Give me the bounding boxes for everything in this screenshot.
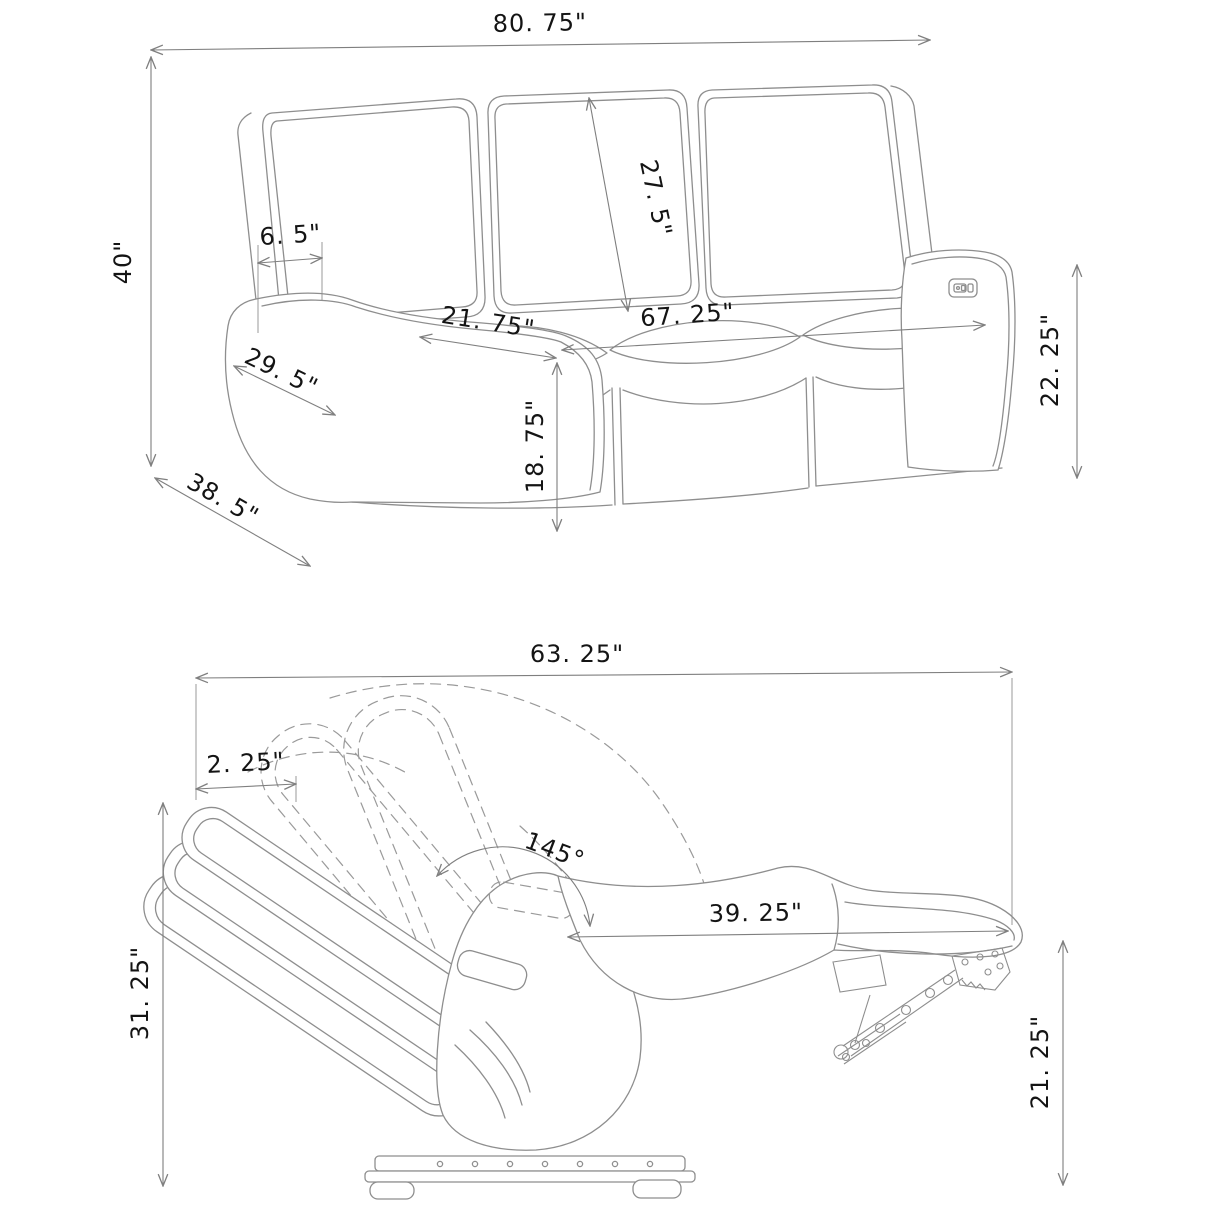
recliner-dim-back-height-label: 31. 25" bbox=[126, 946, 154, 1040]
sofa-dim-overall-height: 40" bbox=[109, 57, 151, 466]
sofa-dim-overall-width: 80. 75" bbox=[151, 8, 930, 50]
sofa-right-arm bbox=[900, 249, 1016, 472]
sofa-right-arm-piping bbox=[911, 256, 1010, 467]
sofa-seam-right bbox=[805, 376, 817, 488]
sofa-skirt-middle bbox=[622, 377, 807, 405]
recliner-base-rail bbox=[364, 1155, 696, 1200]
sofa-dim-inner-width: 67. 25" bbox=[562, 298, 985, 350]
sofa-back-cushion-right bbox=[697, 84, 914, 306]
sofa-back-cushion-middle-piping bbox=[494, 97, 692, 306]
sofa-dim-seat-height-label: 18. 75" bbox=[521, 399, 549, 493]
base-foot-right bbox=[632, 1179, 682, 1199]
recliner-dim-recline-angle-label: 145° bbox=[521, 826, 589, 874]
sofa-dim-arm-height-label: 22. 25" bbox=[1036, 313, 1064, 407]
recliner-dim-headrest-extension: 2. 25" bbox=[196, 747, 296, 802]
sofa-dim-overall-height-label: 40" bbox=[109, 240, 137, 285]
sofa-dim-arm-height: 22. 25" bbox=[1036, 265, 1077, 478]
sofa-dim-arm-top-width-label: 6. 5" bbox=[259, 219, 323, 251]
recliner-dim-seat-to-footrest: 39. 25" bbox=[568, 898, 1008, 937]
sofa-back-cushion-right-piping bbox=[704, 92, 906, 298]
sofa-dim-depth-label: 38. 5" bbox=[182, 467, 264, 530]
sofa-dim-seat-height: 18. 75" bbox=[521, 363, 557, 531]
footrest-pad-inner-line bbox=[844, 901, 1015, 941]
sofa-back-cushion-left bbox=[262, 98, 486, 330]
sofa-back-cushion-left-piping bbox=[270, 106, 478, 321]
sofa-seam-left bbox=[611, 387, 624, 506]
power-buttons-icon bbox=[948, 278, 978, 298]
recliner-side-panel-stripes bbox=[454, 1021, 531, 1119]
sofa-front-view-drawing: 80. 75" 40" 38. 5" 6. 5" 29. 5" 27. 5" 2… bbox=[109, 8, 1077, 566]
sofa-dim-overall-width-label: 80. 75" bbox=[492, 8, 587, 38]
reclining-mechanism bbox=[832, 947, 1011, 1065]
sofa-dim-arm-top-width: 6. 5" bbox=[258, 219, 322, 333]
recliner-side-view-drawing: 63. 25" 2. 25" 31. 25" 145° 39. 25" 21. … bbox=[126, 640, 1063, 1200]
sofa-dim-inner-width-label: 67. 25" bbox=[639, 298, 735, 333]
seat-footrest-seam bbox=[831, 883, 839, 951]
recline-motion-guide bbox=[247, 751, 411, 776]
recliner-dim-footrest-clearance: 21. 25" bbox=[1026, 941, 1063, 1185]
recline-motion-envelope bbox=[329, 683, 713, 919]
recliner-dim-back-height: 31. 25" bbox=[126, 803, 163, 1186]
base-foot-left bbox=[369, 1181, 415, 1200]
recliner-hinge-handle bbox=[456, 949, 528, 991]
recliner-dim-headrest-extension-label: 2. 25" bbox=[206, 747, 285, 779]
recliner-dim-footrest-clearance-label: 21. 25" bbox=[1026, 1015, 1054, 1109]
recliner-dim-seat-to-footrest-label: 39. 25" bbox=[708, 898, 803, 928]
recliner-dim-reclined-length-label: 63. 25" bbox=[530, 640, 624, 668]
sofa-back-left-edge bbox=[237, 112, 257, 301]
